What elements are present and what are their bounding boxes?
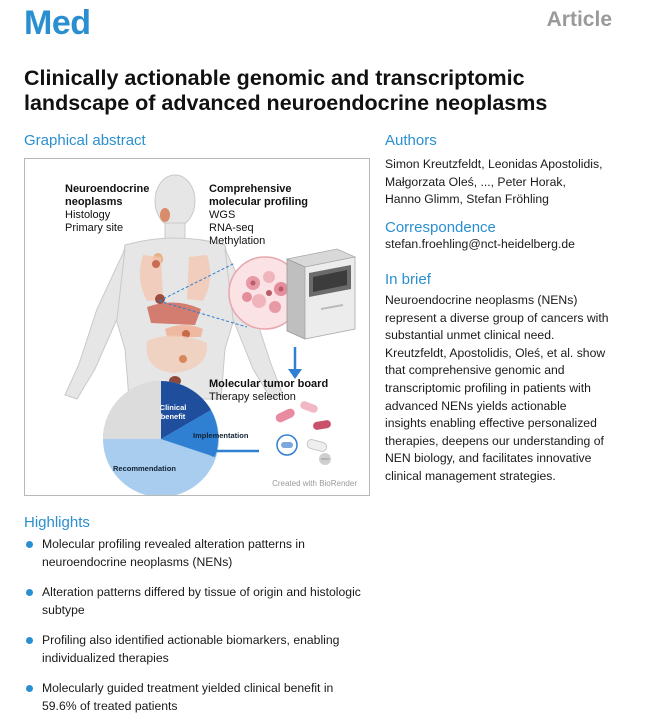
- title-line: Clinically actionable genomic and transc…: [24, 66, 525, 90]
- highlight-item: Alteration patterns differed by tissue o…: [24, 584, 374, 619]
- tumor-board-label: Molecular tumor board Therapy selection: [209, 378, 328, 404]
- title-line: landscape of advanced neuroendocrine neo…: [24, 91, 548, 115]
- in-brief-line: substantial unmet clinical need.: [385, 328, 555, 343]
- highlights-list: Molecular profiling revealed alteration …: [24, 536, 374, 728]
- neoplasms-item: Primary site: [65, 222, 124, 234]
- highlight-item: Molecular profiling revealed alteration …: [24, 536, 374, 571]
- highlight-line: Alteration patterns differed by tissue o…: [42, 585, 361, 599]
- arrow-left-icon: [203, 445, 259, 457]
- in-brief-line: represent a diverse group of cancers wit…: [385, 310, 609, 325]
- biorender-credit: Created with BioRender: [272, 479, 357, 488]
- graphical-abstract-illustration: [64, 174, 357, 495]
- in-brief-text: Neuroendocrine neoplasms (NENs) represen…: [385, 292, 647, 486]
- in-brief-line: transcriptomic profiling in patients wit…: [385, 380, 591, 395]
- bullet-icon: [26, 541, 33, 548]
- in-brief-line: Kreutzfeldt, Apostolidis, Oleś, et al. s…: [385, 345, 606, 360]
- authors-list: Simon Kreutzfeldt, Leonidas Apostolidis,…: [385, 156, 647, 209]
- highlights-heading: Highlights: [24, 514, 90, 531]
- tumor-cells-icon: [228, 256, 302, 330]
- profiling-item: Methylation: [209, 235, 266, 247]
- medication-pills-icon: [275, 401, 331, 465]
- pie-label-recommendation: Recommendation: [113, 464, 176, 473]
- graphical-abstract-heading: Graphical abstract: [24, 132, 146, 149]
- in-brief-line: that comprehensive genomic and: [385, 363, 565, 378]
- in-brief-line: NEN biology, and facilitates innovative: [385, 451, 592, 466]
- bullet-icon: [26, 685, 33, 692]
- profiling-title: molecular profiling: [209, 196, 309, 208]
- neoplasms-label: Neuroendocrine neoplasms Histology Prima…: [65, 183, 149, 235]
- pie-label-clinical: Clinical benefit: [153, 403, 193, 421]
- pie-label-text: Clinical: [159, 403, 187, 412]
- highlight-line: subtype: [42, 602, 85, 617]
- authors-line: Małgorzata Oleś, ..., Peter Horak,: [385, 174, 566, 189]
- authors-line: Hanno Glimm, Stefan Fröhling: [385, 192, 549, 207]
- in-brief-line: Neuroendocrine neoplasms (NENs): [385, 293, 578, 307]
- neoplasms-title: Neuroendocrine: [65, 183, 150, 195]
- sequencer-icon: [285, 248, 357, 340]
- authors-heading: Authors: [385, 132, 437, 149]
- organ-markers: [139, 208, 211, 386]
- authors-line: Simon Kreutzfeldt, Leonidas Apostolidis,: [385, 157, 603, 171]
- highlight-item: Profiling also identified actionable bio…: [24, 632, 374, 667]
- tumor-board-title: Molecular tumor board: [209, 378, 329, 390]
- pie-label-text: benefit: [160, 412, 186, 421]
- zoom-lines: [158, 262, 248, 328]
- highlight-line: Molecular profiling revealed alteration …: [42, 537, 305, 551]
- outcome-pie-chart: [103, 381, 219, 495]
- pie-label-implementation: Implementation: [193, 431, 249, 440]
- highlight-line: Molecularly guided treatment yielded cli…: [42, 681, 334, 695]
- in-brief-heading: In brief: [385, 271, 431, 288]
- in-brief-line: clinical management strategies.: [385, 468, 556, 483]
- profiling-item: WGS: [209, 209, 236, 221]
- profiling-title: Comprehensive: [209, 183, 292, 195]
- profiling-item: RNA-seq: [209, 222, 254, 234]
- correspondence-heading: Correspondence: [385, 219, 496, 236]
- highlight-item: Molecularly guided treatment yielded cli…: [24, 680, 374, 715]
- highlight-line: 59.6% of treated patients: [42, 698, 178, 713]
- graphical-abstract-figure: Neuroendocrine neoplasms Histology Prima…: [24, 158, 370, 496]
- in-brief-line: advanced NENs yields actionable: [385, 398, 567, 413]
- highlight-line: Profiling also identified actionable bio…: [42, 633, 340, 647]
- highlight-line: neuroendocrine neoplasms (NENs): [42, 554, 233, 569]
- article-type: Article: [546, 8, 612, 31]
- highlight-line: individualized therapies: [42, 650, 169, 665]
- in-brief-line: insights enabling effective personalized: [385, 416, 597, 431]
- tumor-board-item: Therapy selection: [209, 391, 296, 403]
- in-brief-line: therapies, deepens our understanding of: [385, 433, 604, 448]
- bullet-icon: [26, 589, 33, 596]
- arrow-down-icon: [288, 347, 302, 379]
- neoplasms-item: Histology: [65, 209, 111, 221]
- bullet-icon: [26, 637, 33, 644]
- article-title: Clinically actionable genomic and transc…: [24, 66, 634, 116]
- neoplasms-title: neoplasms: [65, 196, 123, 208]
- journal-logo: Med: [24, 4, 91, 42]
- profiling-label: Comprehensive molecular profiling WGS RN…: [209, 183, 308, 248]
- correspondence-email-link[interactable]: stefan.froehling@nct-heidelberg.de: [385, 237, 575, 251]
